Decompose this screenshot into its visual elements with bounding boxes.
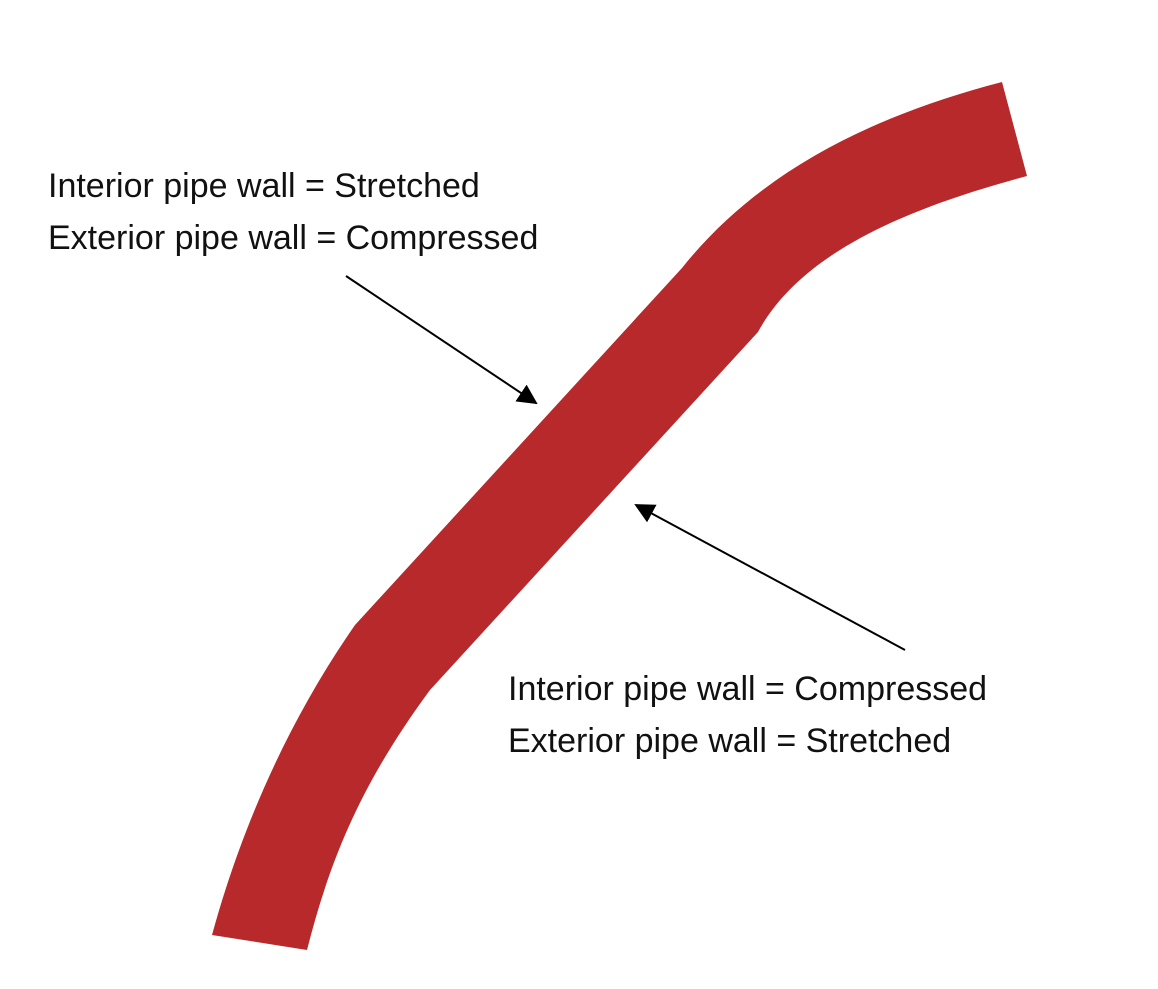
bottom-label-block: Interior pipe wall = Compressed Exterior… <box>508 663 987 767</box>
bottom-label-line-1: Interior pipe wall = Compressed <box>508 670 988 708</box>
arrow-interior-wall <box>345 275 538 405</box>
bent-pipe <box>212 82 1027 950</box>
bottom-label-line-2: Exterior pipe wall = Stretched <box>508 722 952 760</box>
top-label-line-1: Interior pipe wall = Stretched <box>48 167 480 205</box>
arrow-exterior-wall <box>634 504 906 651</box>
top-label-line-2: Exterior pipe wall = Compressed <box>48 219 539 257</box>
top-label-block: Interior pipe wall = Stretched Exterior … <box>48 160 538 264</box>
